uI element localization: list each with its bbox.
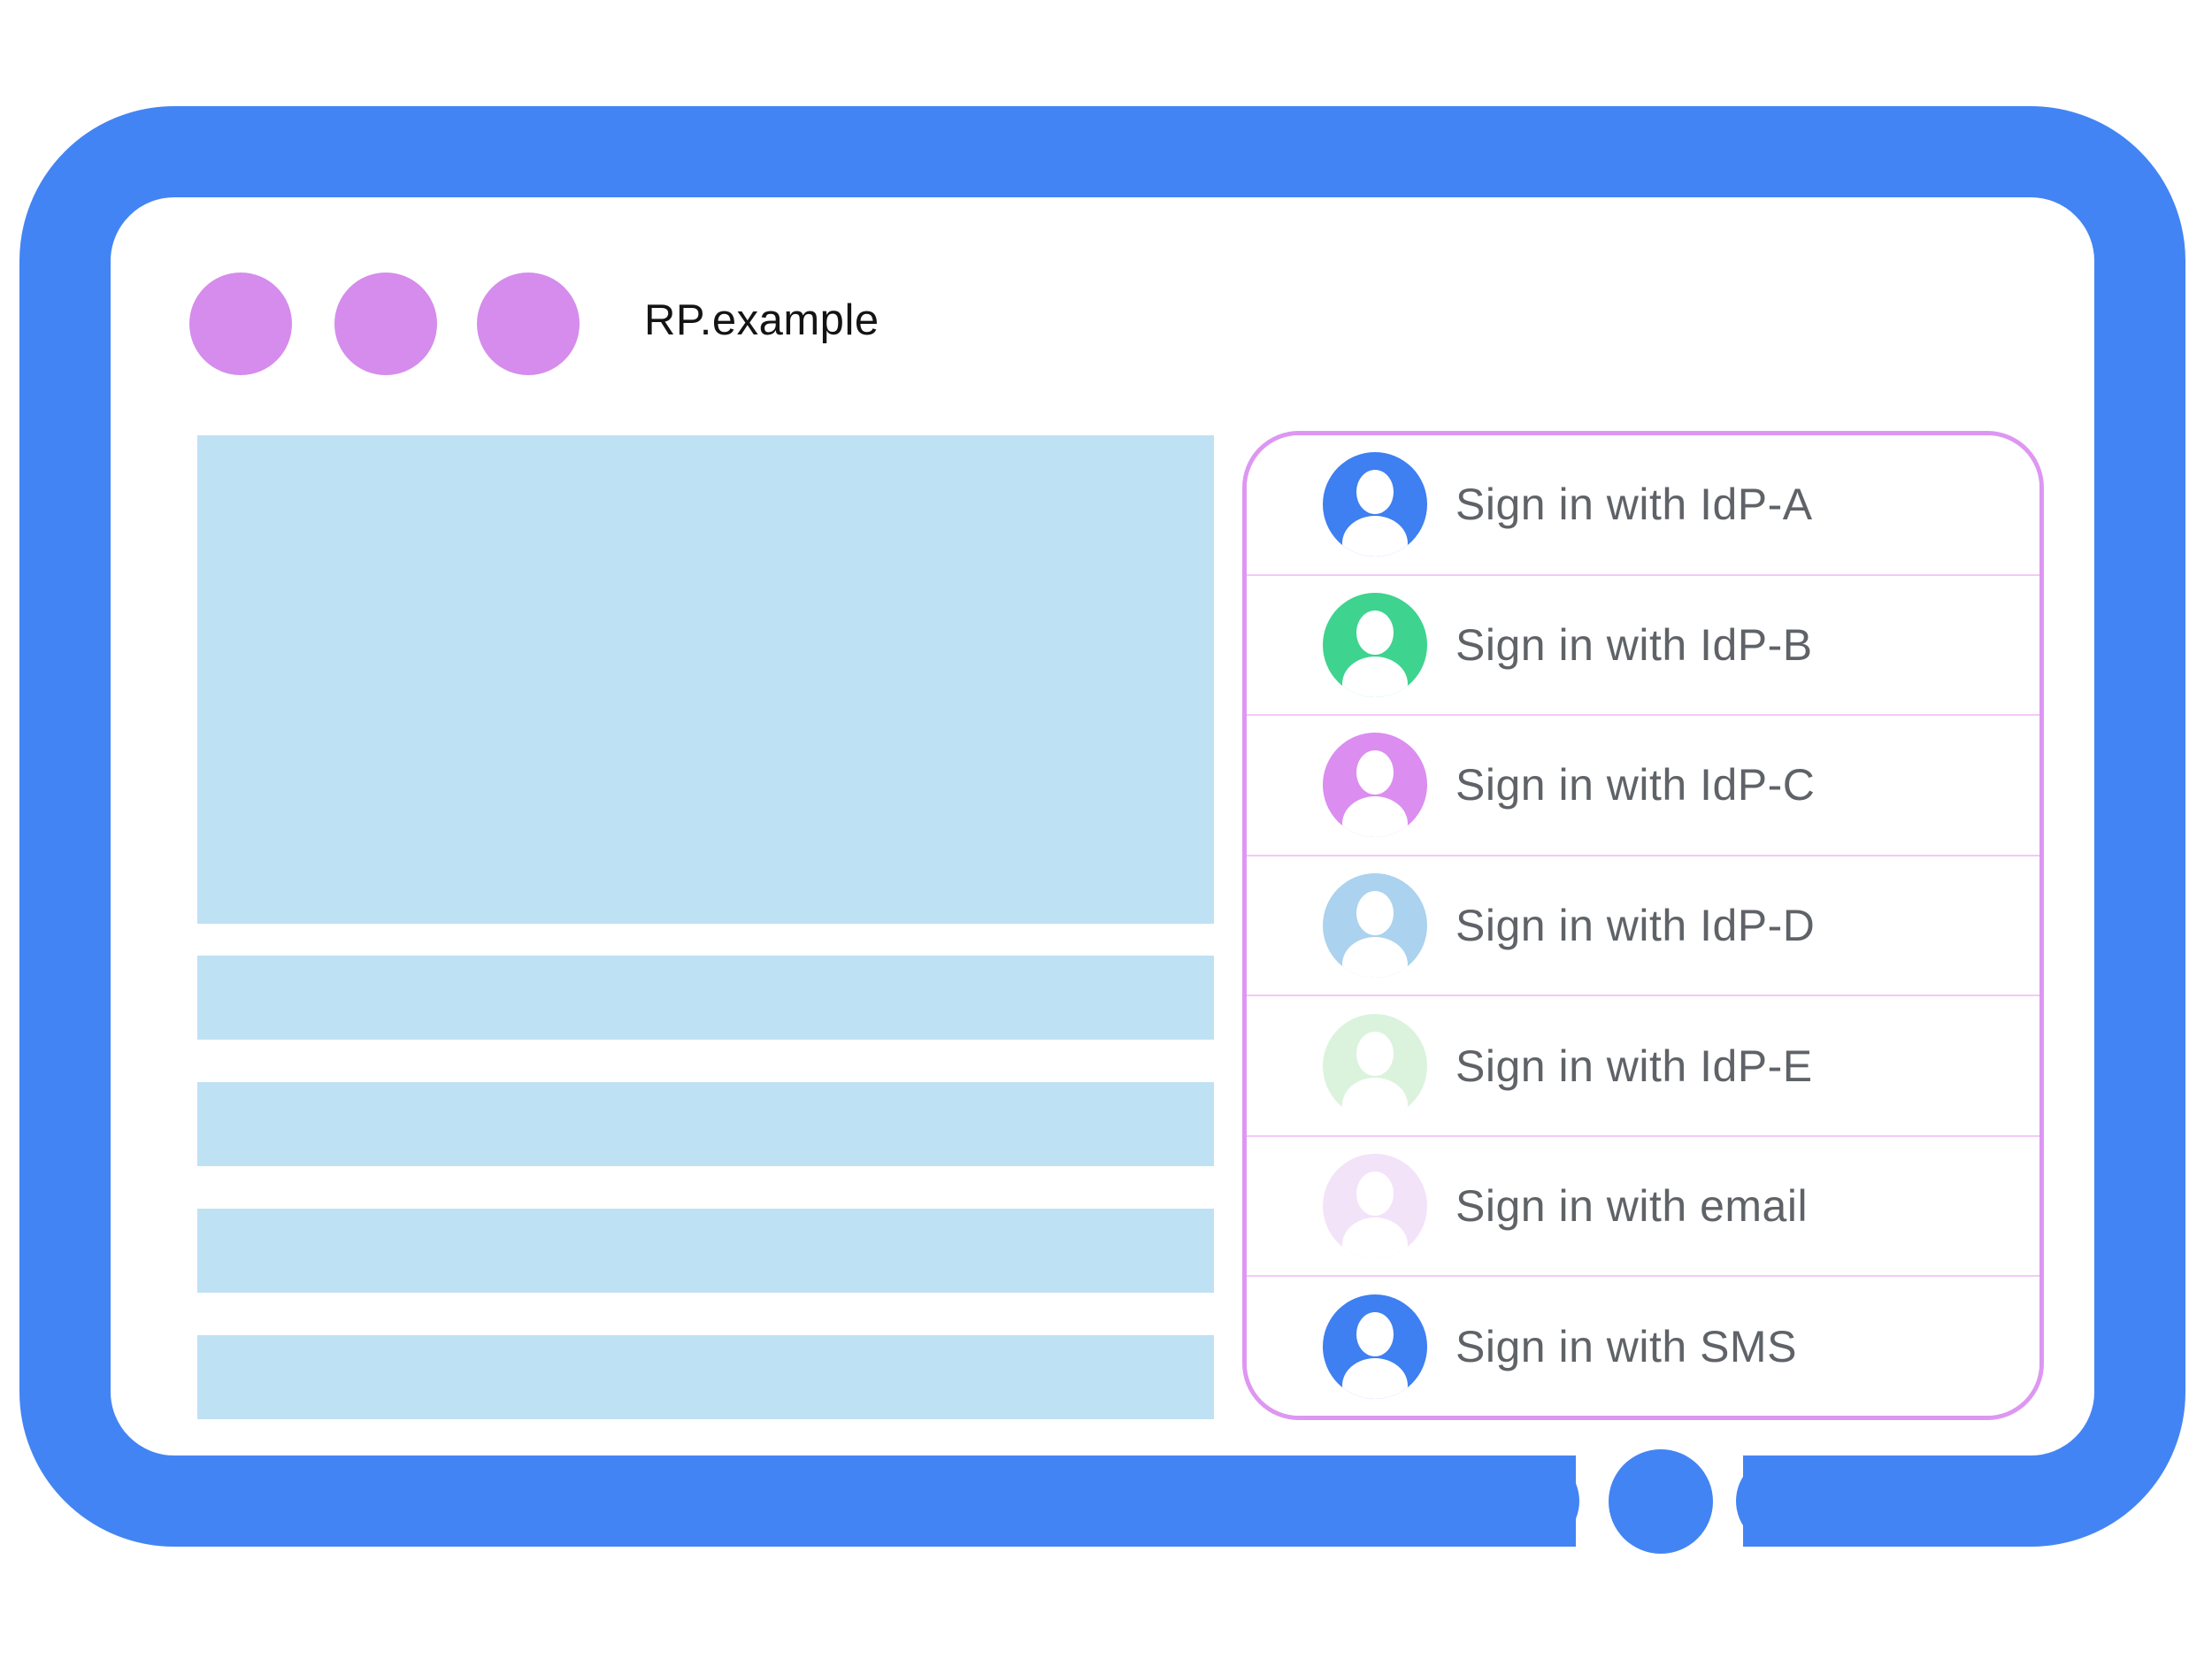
person-icon — [1342, 516, 1408, 557]
content-placeholder-line — [197, 1335, 1214, 1419]
person-icon — [1342, 656, 1408, 697]
avatar — [1323, 592, 1427, 697]
person-icon — [1356, 610, 1394, 655]
signin-option[interactable]: Sign in with IdP-C — [1247, 714, 2039, 855]
person-icon — [1356, 750, 1394, 795]
signin-option[interactable]: Sign in with SMS — [1247, 1275, 2039, 1416]
content-placeholder-line — [197, 1209, 1214, 1293]
signin-row-label: Sign in with IdP-A — [1455, 480, 1813, 530]
signin-option[interactable]: Sign in with IdP-E — [1247, 995, 2039, 1135]
frame-bottom-bar-left-cap — [1464, 1455, 1579, 1547]
person-icon — [1342, 796, 1408, 838]
window-dot-icon — [189, 273, 292, 375]
page-title: RP.example — [644, 296, 879, 344]
avatar — [1323, 1154, 1427, 1259]
signin-row-label: Sign in with SMS — [1455, 1321, 1797, 1371]
person-icon — [1342, 1077, 1408, 1118]
avatar — [1323, 1294, 1427, 1399]
signin-row-label: Sign in with IdP-D — [1455, 901, 1816, 951]
person-icon — [1356, 1171, 1394, 1217]
avatar — [1323, 733, 1427, 838]
person-icon — [1356, 891, 1394, 936]
content-placeholder-line — [197, 1082, 1214, 1166]
signin-option[interactable]: Sign in with IdP-D — [1247, 854, 2039, 995]
signin-row-label: Sign in with IdP-E — [1455, 1041, 1813, 1091]
person-icon — [1356, 1311, 1394, 1356]
content-placeholder-hero — [197, 435, 1214, 924]
person-icon — [1356, 1031, 1394, 1076]
signin-option[interactable]: Sign in with IdP-B — [1247, 573, 2039, 715]
avatar — [1323, 873, 1427, 979]
person-icon — [1342, 937, 1408, 979]
signin-option[interactable]: Sign in with email — [1247, 1134, 2039, 1276]
frame-bottom-dot — [1609, 1449, 1713, 1554]
content-placeholder-line — [197, 956, 1214, 1040]
signin-row-label: Sign in with IdP-B — [1455, 619, 1813, 670]
signin-panel: Sign in with IdP-A Sign in with IdP-B Si… — [1242, 431, 2044, 1420]
signin-row-label: Sign in with email — [1455, 1181, 1809, 1232]
person-icon — [1356, 470, 1394, 515]
avatar — [1323, 1013, 1427, 1118]
person-icon — [1342, 1217, 1408, 1259]
window-dot-icon — [334, 273, 437, 375]
frame-bottom-bar-right-cap — [1736, 1455, 1851, 1547]
signin-option[interactable]: Sign in with IdP-A — [1247, 435, 2039, 574]
signin-row-label: Sign in with IdP-C — [1455, 760, 1816, 810]
avatar — [1323, 452, 1427, 557]
window-dot-icon — [477, 273, 580, 375]
person-icon — [1342, 1357, 1408, 1399]
